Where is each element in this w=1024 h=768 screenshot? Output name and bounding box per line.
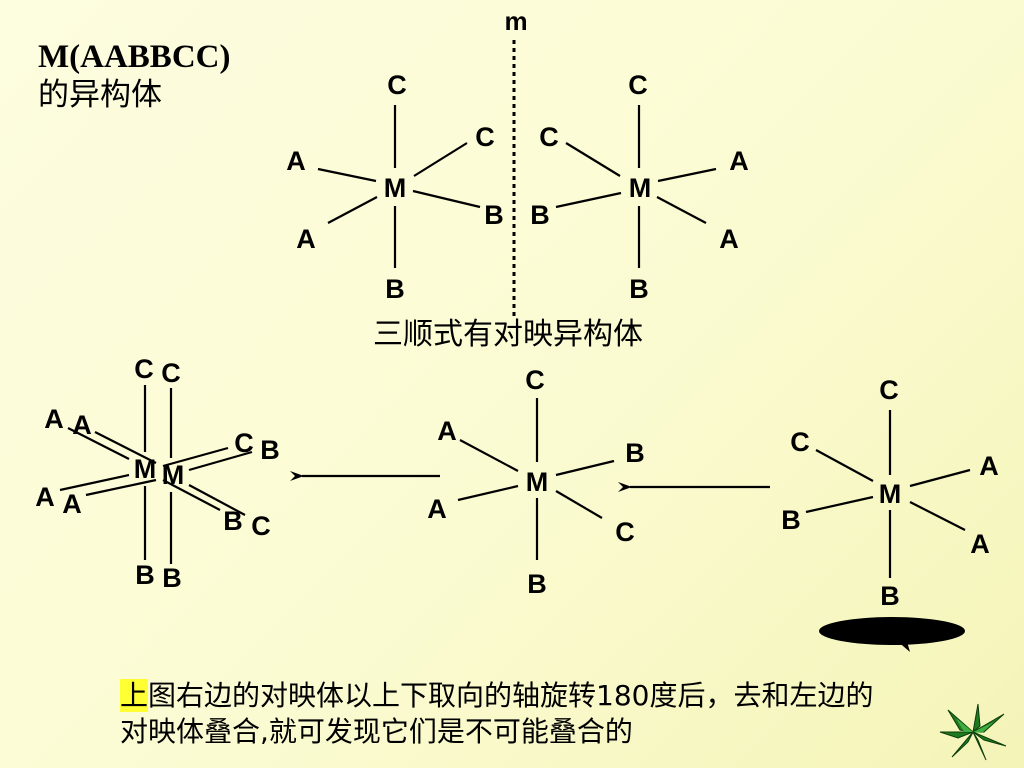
ligand-right-down: A xyxy=(970,529,990,559)
ligand-right-down: C xyxy=(251,511,271,541)
ligand-left-down: B xyxy=(530,200,550,230)
ligand-left-up: C xyxy=(539,122,559,152)
title-subtitle: 的异构体 xyxy=(38,77,162,113)
ligand-left-up: C xyxy=(790,427,810,457)
molecule-overlay-back: M C B A A C B xyxy=(35,354,254,590)
ligand-right-up: B xyxy=(260,435,280,465)
ligand-right-down: B xyxy=(223,506,243,536)
atom-metal: M xyxy=(384,173,407,203)
explanation-body: 图右边的对映体以上下取向的轴旋转180度后，去和左边的对映体叠合,就可发现它们是… xyxy=(120,679,874,748)
ligand-top: C xyxy=(134,354,154,384)
ligand-bottom: B xyxy=(162,563,182,593)
title-formula: M(AABBCC) xyxy=(38,39,231,75)
ligand-bottom: B xyxy=(880,581,900,611)
ligand-left-down: A xyxy=(427,494,447,524)
slide-title: M(AABBCC) 的异构体 xyxy=(38,38,230,114)
ligand-left-up: A xyxy=(286,146,306,176)
molecule-overlay-front: M C B A A B C xyxy=(62,358,280,593)
molecule-middle: M C B A A B C xyxy=(427,365,645,599)
black-oval-shape xyxy=(819,617,965,652)
ligand-right-up: A xyxy=(979,451,999,481)
ligand-right-down: B xyxy=(484,200,504,230)
atom-metal: M xyxy=(629,173,652,203)
ligand-left-down: A xyxy=(35,482,55,512)
ligand-right-down: A xyxy=(719,224,739,254)
ligand-right-up: C xyxy=(475,122,495,152)
explanation-text: 上图右边的对映体以上下取向的轴旋转180度后，去和左边的对映体叠合,就可发现它们… xyxy=(120,678,900,750)
atom-metal: M xyxy=(526,467,549,497)
leaf-decoration-icon xyxy=(939,703,1007,761)
ligand-top: C xyxy=(161,358,181,388)
ligand-bottom: B xyxy=(135,560,155,590)
ligand-bottom: B xyxy=(385,274,405,304)
ligand-left-up: A xyxy=(44,404,64,434)
molecule-right: M C B C B A A xyxy=(781,375,999,611)
mirror-label: m xyxy=(504,6,527,36)
ligand-top: C xyxy=(879,375,899,405)
molecule-top-right: M C B C B A A xyxy=(530,70,749,304)
ligand-left-up: A xyxy=(437,416,457,446)
ligand-top: C xyxy=(387,70,407,100)
ligand-right-up: C xyxy=(234,428,254,458)
ligand-top: C xyxy=(628,70,648,100)
ligand-bottom: B xyxy=(527,569,547,599)
ligand-top: C xyxy=(525,365,545,395)
highlighted-char: 上 xyxy=(120,679,149,712)
ligand-right-up: A xyxy=(729,146,749,176)
ligand-left-up: A xyxy=(72,410,92,440)
atom-metal: M xyxy=(879,479,902,509)
atom-metal: M xyxy=(162,460,185,490)
ligand-right-up: B xyxy=(625,438,645,468)
enantiomer-caption: 三顺式有对映异构体 xyxy=(373,317,643,352)
ligand-left-down: B xyxy=(781,505,801,535)
ligand-left-down: A xyxy=(296,224,316,254)
molecule-top-left: M C B A A C B xyxy=(286,70,504,304)
ligand-bottom: B xyxy=(629,274,649,304)
ligand-left-down: A xyxy=(62,489,82,519)
ligand-right-down: C xyxy=(615,517,635,547)
